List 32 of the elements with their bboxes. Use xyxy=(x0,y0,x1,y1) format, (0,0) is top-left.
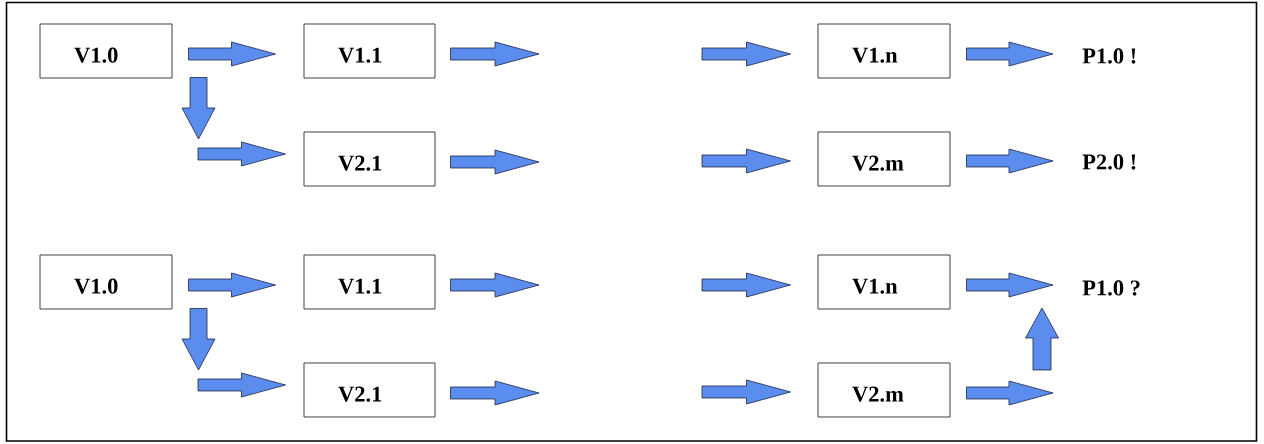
block-arrow xyxy=(197,141,286,167)
text-label: P1.0 ! xyxy=(1082,48,1136,64)
block-arrow xyxy=(966,272,1054,298)
block-arrow xyxy=(701,272,791,298)
block-arrow xyxy=(701,379,791,405)
block-arrow xyxy=(181,308,216,371)
version-box: V1.n xyxy=(817,254,951,310)
block-arrow xyxy=(450,41,540,67)
text-label: P2.0 ! xyxy=(1082,154,1136,170)
version-box: V2.m xyxy=(817,131,951,187)
block-arrow xyxy=(1025,307,1059,371)
block-arrow xyxy=(450,149,540,175)
block-arrow xyxy=(966,148,1054,174)
block-arrow xyxy=(197,372,286,398)
block-arrow xyxy=(188,41,276,67)
version-box: V1.0 xyxy=(39,254,173,310)
block-arrow xyxy=(450,272,540,298)
version-box: V2.1 xyxy=(303,131,436,187)
version-box: V2.m xyxy=(817,362,951,418)
version-box: V1.1 xyxy=(303,254,436,310)
block-arrow xyxy=(188,272,276,298)
block-arrow xyxy=(701,41,791,67)
block-arrow xyxy=(966,380,1054,406)
block-arrow xyxy=(450,380,540,406)
text-label: P1.0 ? xyxy=(1082,280,1140,296)
version-box: V2.1 xyxy=(303,362,436,418)
version-box: V1.0 xyxy=(39,23,173,79)
block-arrow xyxy=(701,148,791,174)
block-arrow xyxy=(181,77,216,140)
version-box: V1.n xyxy=(817,23,951,79)
version-box: V1.1 xyxy=(303,23,436,79)
block-arrow xyxy=(966,41,1054,67)
